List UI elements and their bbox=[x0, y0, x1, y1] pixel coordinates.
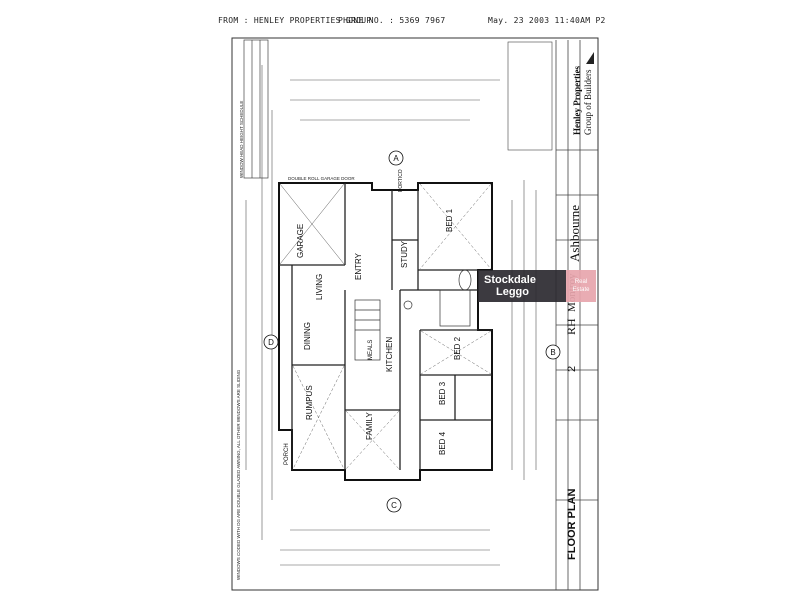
section-b-marker bbox=[545, 344, 561, 360]
room-bed2: BED 2 bbox=[453, 336, 462, 360]
room-bed3: BED 3 bbox=[438, 381, 447, 405]
room-bed1: BED 1 bbox=[445, 208, 454, 232]
fixtures bbox=[354, 269, 472, 361]
notes-box bbox=[507, 41, 553, 151]
room-meals: MEALS bbox=[368, 340, 374, 360]
room-entry: ENTRY bbox=[354, 252, 363, 280]
watermark-badge: Stockdale Leggo Real Estate bbox=[478, 270, 596, 302]
room-study: STUDY bbox=[400, 240, 409, 268]
fax-header: FROM : HENLEY PROPERTIES GROUP PHONE NO.… bbox=[0, 8, 800, 30]
badge-right2: Estate bbox=[572, 287, 590, 293]
room-bed4: BED 4 bbox=[438, 431, 447, 455]
room-garage: GARAGE bbox=[296, 224, 305, 258]
orientation: RH bbox=[564, 318, 578, 335]
badge-line2: Leggo bbox=[496, 286, 529, 298]
room-portico: PORTICO bbox=[398, 169, 404, 192]
room-family: FAMILY bbox=[365, 411, 374, 440]
dimension-lines bbox=[245, 65, 537, 566]
section-d-marker bbox=[263, 334, 279, 350]
section-b: B bbox=[550, 348, 555, 357]
company-name: Henley Properties bbox=[572, 65, 582, 135]
company-sub: Group of Builders bbox=[583, 69, 593, 135]
company-logo bbox=[586, 52, 594, 64]
room-rumpus: RUMPUS bbox=[305, 385, 314, 420]
window-note: WINDOWS CODED WITH DG ARE DOUBLE GLAZED … bbox=[236, 369, 241, 580]
badge-right1: Real bbox=[574, 279, 588, 285]
section-markers bbox=[263, 150, 561, 513]
window-schedule-title: WINDOW HEAD HEIGHT SCHEDULE bbox=[239, 101, 244, 178]
title-block bbox=[555, 40, 598, 590]
section-c-marker bbox=[386, 497, 402, 513]
badge-right: Real Estate bbox=[566, 278, 596, 294]
floor-plan-title-wrap: FLOOR PLAN bbox=[566, 488, 578, 560]
section-a-marker bbox=[388, 150, 404, 166]
model-name: Ashbourne bbox=[567, 205, 582, 262]
floor-plan-title: FLOOR PLAN bbox=[566, 488, 578, 560]
ceiling-lines bbox=[292, 183, 492, 470]
room-kitchen: KITCHEN bbox=[385, 337, 394, 372]
badge-logo: Stockdale Leggo bbox=[478, 270, 566, 302]
fax-phone: PHONE NO. : 5369 7967 bbox=[338, 16, 446, 25]
garage-cross bbox=[279, 183, 345, 265]
lot-number: 2 bbox=[566, 366, 578, 372]
window-schedule-table bbox=[243, 39, 269, 179]
interior-walls bbox=[279, 183, 492, 470]
room-dining: DINING bbox=[303, 322, 312, 350]
section-d: D bbox=[268, 338, 274, 347]
sheet-border bbox=[231, 37, 599, 591]
section-a: A bbox=[393, 154, 399, 163]
room-porch: PORCH bbox=[284, 443, 290, 465]
fax-from: FROM : HENLEY PROPERTIES GROUP bbox=[218, 16, 372, 25]
room-living: LIVING bbox=[315, 274, 324, 300]
fax-date: May. 23 2003 11:40AM P2 bbox=[488, 16, 606, 25]
badge-line1: Stockdale bbox=[484, 274, 536, 286]
section-c: C bbox=[391, 501, 397, 510]
garage-door-note: DOUBLE ROLL GARAGE DOOR bbox=[288, 176, 355, 181]
